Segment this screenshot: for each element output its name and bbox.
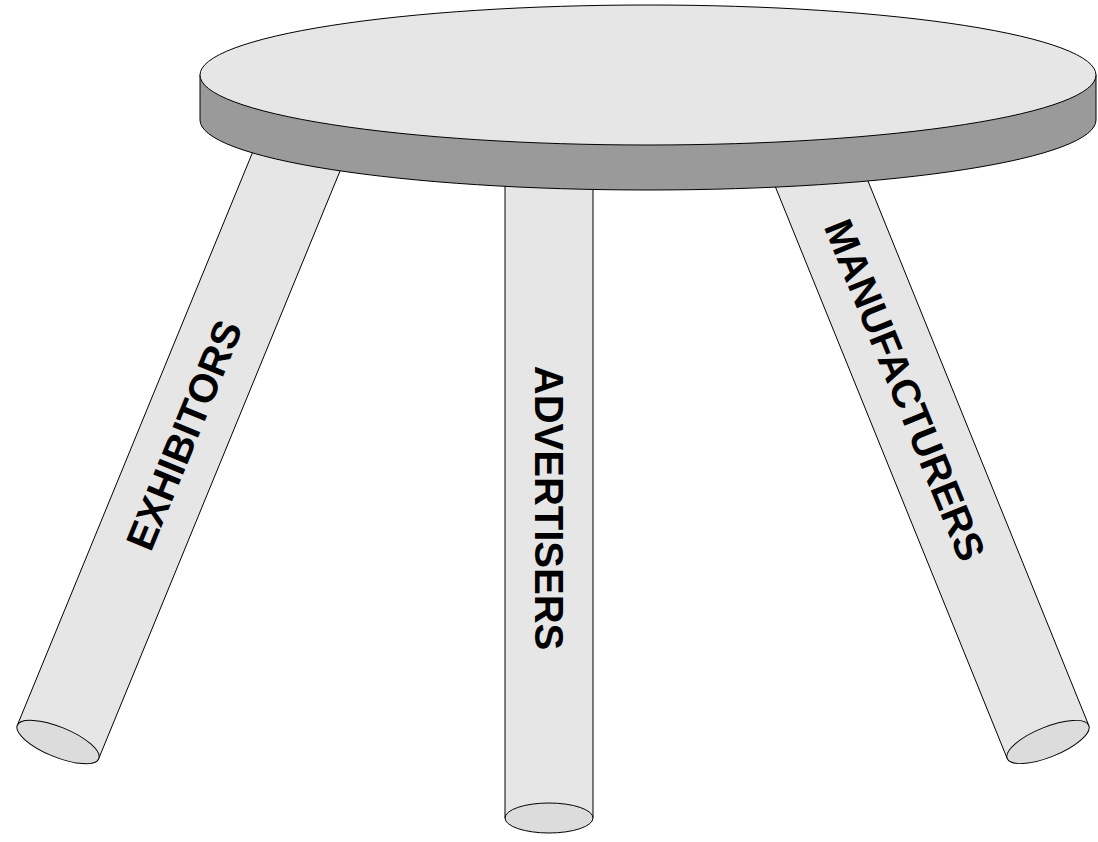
leg-end [1002,712,1095,773]
stool-leg [505,150,593,818]
leg-label: MANUFACTURERS [818,214,992,567]
leg-label: ADVERTISERS [529,366,569,651]
stool-leg-label: MANUFACTURERS [810,203,999,577]
stool-leg [17,116,349,759]
stool-leg-label: ADVERTISERS [525,356,573,661]
stool-leg [760,116,1089,759]
seat-top [200,5,1096,145]
leg-end [12,711,105,772]
leg-end [505,803,593,833]
